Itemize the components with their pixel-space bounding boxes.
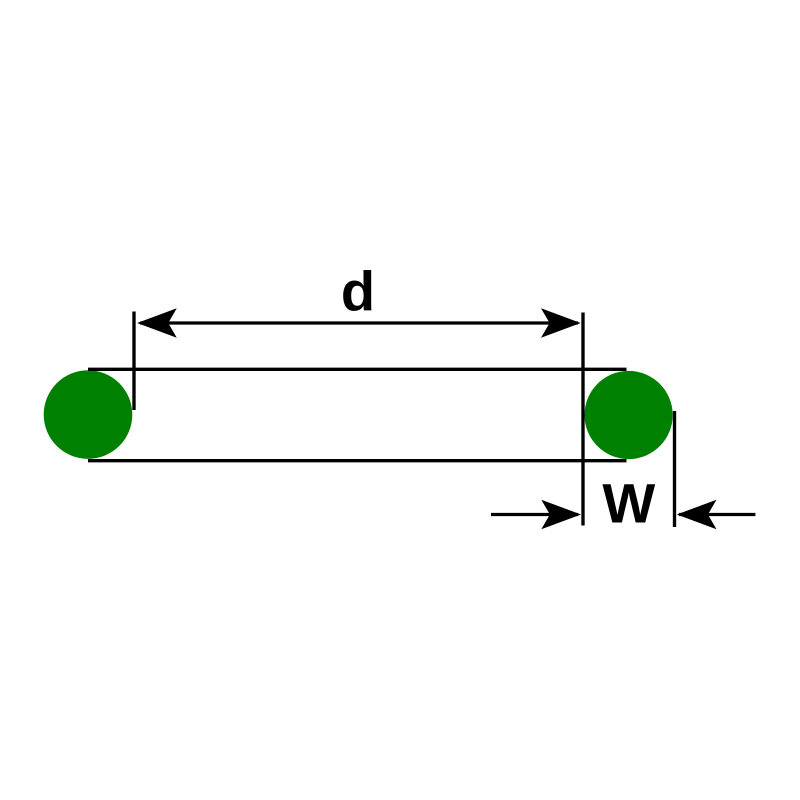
svg-text:d: d: [341, 259, 375, 322]
svg-text:W: W: [602, 472, 655, 535]
